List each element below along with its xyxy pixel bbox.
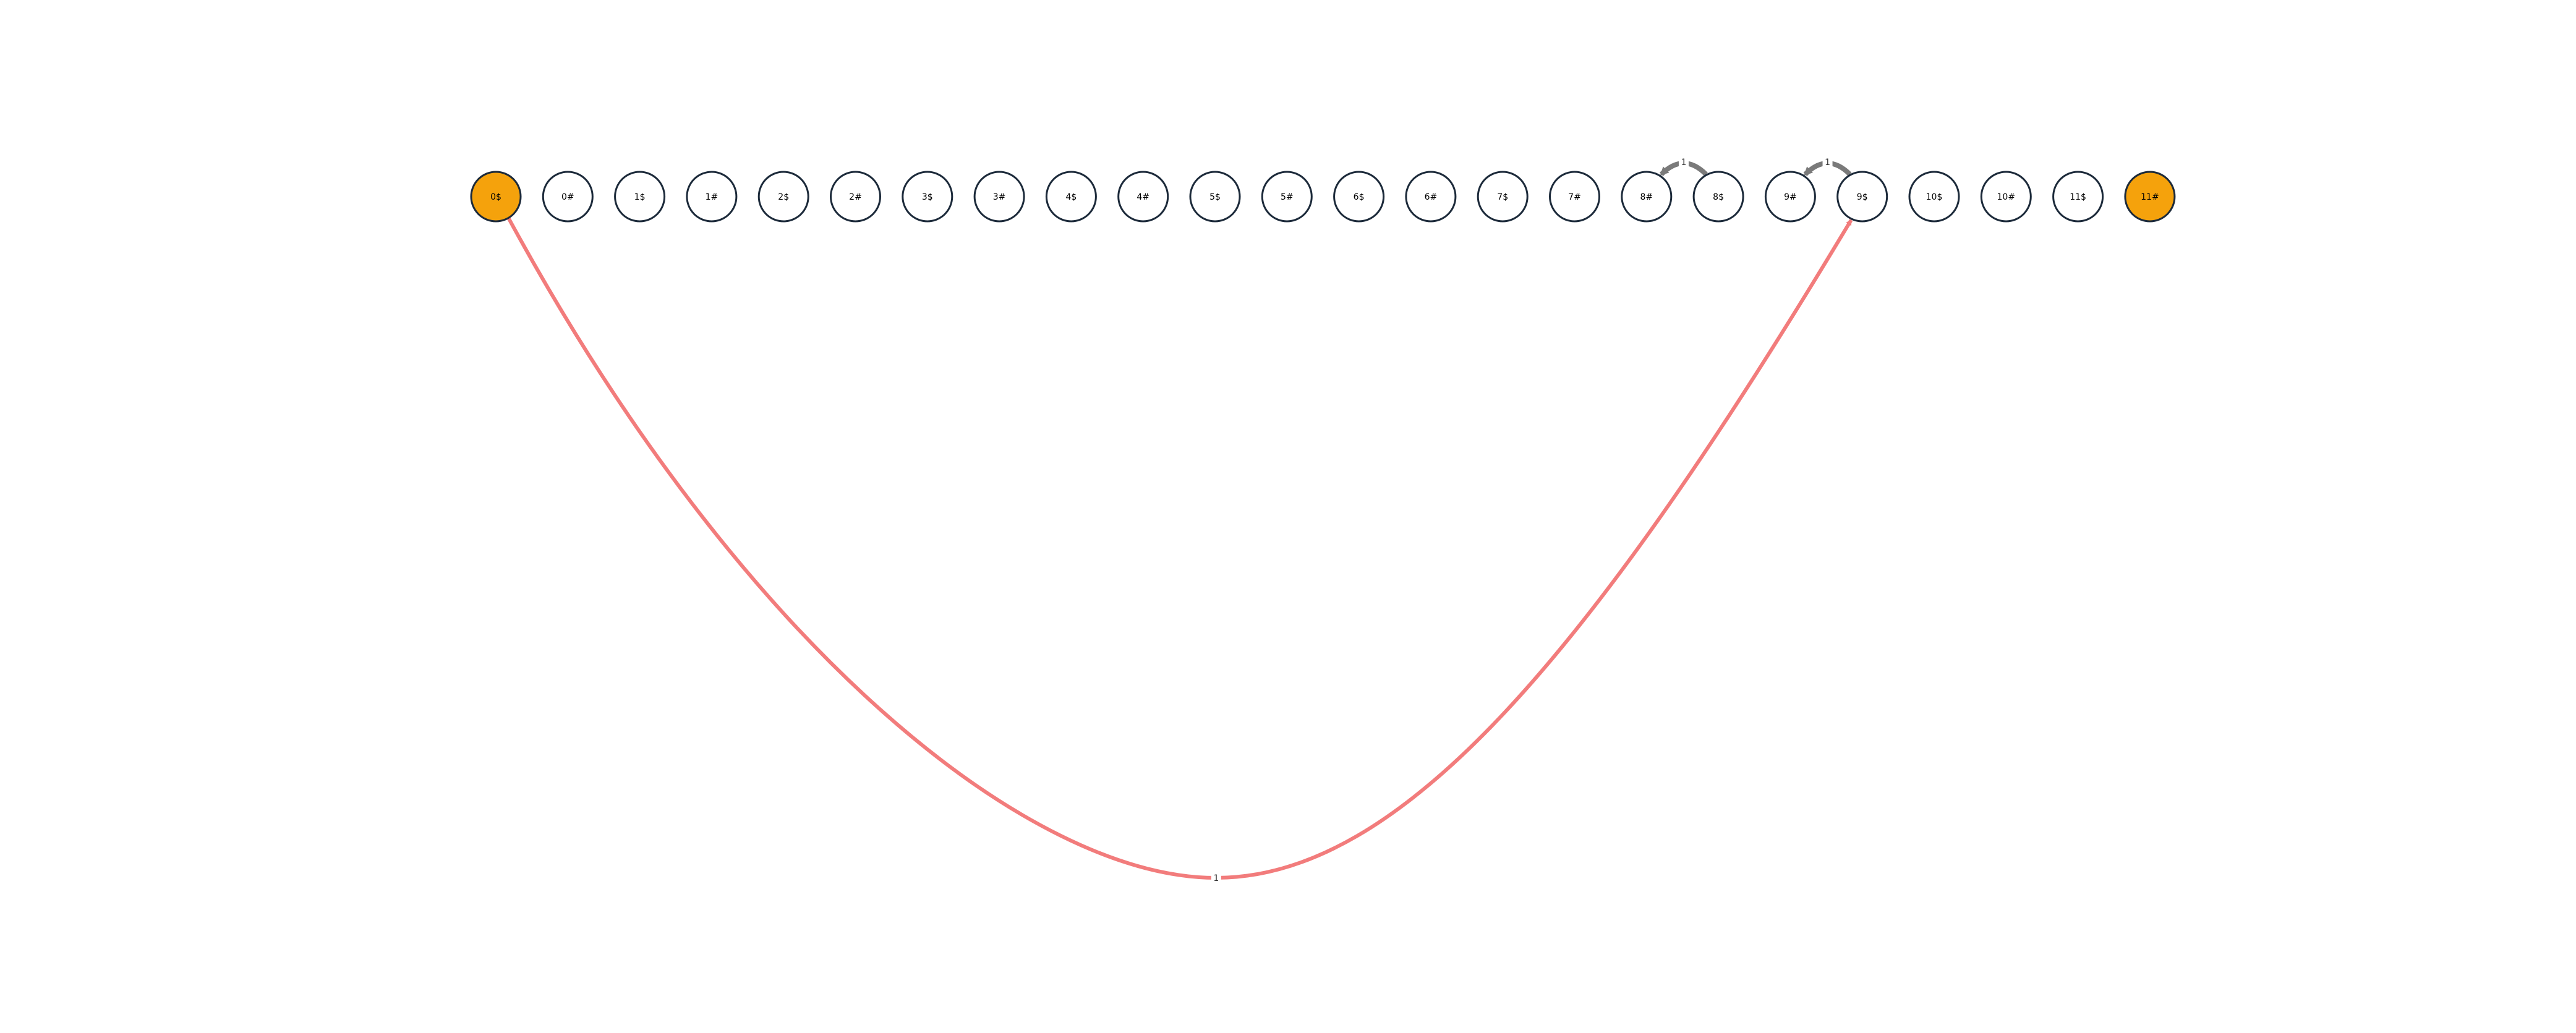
edge-label-background (1211, 872, 1221, 883)
node-circle[interactable] (902, 171, 953, 223)
node-circle[interactable] (470, 171, 522, 223)
node-circle[interactable] (830, 171, 881, 223)
edge-8$-to-8#: 1 (1659, 156, 1708, 176)
edge-0$-to-9$: 1 (506, 216, 1853, 883)
node-label: 3$ (922, 192, 933, 202)
node-circle[interactable] (973, 171, 1025, 223)
node-10#[interactable]: 10# (1980, 171, 2032, 223)
node-9$[interactable]: 9$ (1836, 171, 1888, 223)
node-circle[interactable] (614, 171, 666, 223)
node-label: 0$ (490, 192, 501, 202)
node-label: 1# (706, 192, 719, 202)
node-circle[interactable] (1045, 171, 1097, 223)
node-circle[interactable] (1980, 171, 2032, 223)
node-label: 5$ (1209, 192, 1221, 202)
node-circle[interactable] (1549, 171, 1600, 223)
nodes-layer: 0$ 0# 1$ 1# 2$ 2# 3$ 3# 4$ 4# 5$ 5# 6$ 6# 7$ 7# 8# 8$ 9# 9$… (470, 171, 2176, 223)
node-circle[interactable] (1836, 171, 1888, 223)
node-circle[interactable] (1189, 171, 1241, 223)
node-circle[interactable] (757, 171, 809, 223)
node-label: 4$ (1065, 192, 1077, 202)
node-label: 1$ (634, 192, 646, 202)
node-circle[interactable] (1692, 171, 1744, 223)
node-2$[interactable]: 2$ (757, 171, 809, 223)
node-label: 11$ (2070, 192, 2086, 202)
node-7$[interactable]: 7$ (1477, 171, 1529, 223)
node-1#[interactable]: 1# (686, 171, 738, 223)
node-8$[interactable]: 8$ (1692, 171, 1744, 223)
node-circle[interactable] (2052, 171, 2104, 223)
node-circle[interactable] (1333, 171, 1385, 223)
node-circle[interactable] (1908, 171, 1960, 223)
node-label: 3# (993, 192, 1006, 202)
node-label: 8$ (1713, 192, 1724, 202)
node-circle[interactable] (1621, 171, 1673, 223)
node-circle[interactable] (1405, 171, 1457, 223)
node-label: 8# (1640, 192, 1653, 202)
node-label: 0# (561, 192, 574, 202)
edge-label: 1 (1825, 158, 1830, 168)
node-2#[interactable]: 2# (830, 171, 881, 223)
node-6$[interactable]: 6$ (1333, 171, 1385, 223)
edge-label-background (1822, 156, 1833, 168)
edge-label: 1 (1681, 158, 1686, 168)
node-label: 6$ (1354, 192, 1365, 202)
node-circle[interactable] (542, 171, 594, 223)
node-3#[interactable]: 3# (973, 171, 1025, 223)
node-4$[interactable]: 4$ (1045, 171, 1097, 223)
node-5#[interactable]: 5# (1261, 171, 1313, 223)
node-label: 9$ (1857, 192, 1868, 202)
node-label: 5# (1281, 192, 1294, 202)
node-9#[interactable]: 9# (1764, 171, 1816, 223)
node-label: 4# (1137, 192, 1149, 202)
node-11$[interactable]: 11$ (2052, 171, 2104, 223)
node-5$[interactable]: 5$ (1189, 171, 1241, 223)
node-circle[interactable] (1261, 171, 1313, 223)
node-label: 7$ (1497, 192, 1508, 202)
node-11#[interactable]: 11# (2124, 171, 2176, 223)
node-4#[interactable]: 4# (1117, 171, 1169, 223)
node-1$[interactable]: 1$ (614, 171, 666, 223)
node-0#[interactable]: 0# (542, 171, 594, 223)
node-label: 10$ (1926, 192, 1943, 202)
edge-label: 1 (1213, 874, 1219, 883)
node-label: 6# (1425, 192, 1438, 202)
node-label: 10# (1997, 192, 2016, 202)
edge-path (506, 216, 1853, 880)
node-circle[interactable] (686, 171, 738, 223)
edge-9$-to-9#: 1 (1803, 156, 1852, 176)
node-label: 11# (2141, 192, 2159, 202)
node-label: 7# (1568, 192, 1581, 202)
node-label: 9# (1784, 192, 1797, 202)
node-7#[interactable]: 7# (1549, 171, 1600, 223)
node-3$[interactable]: 3$ (902, 171, 953, 223)
node-circle[interactable] (1477, 171, 1529, 223)
node-label: 2$ (778, 192, 789, 202)
node-0$[interactable]: 0$ (470, 171, 522, 223)
node-6#[interactable]: 6# (1405, 171, 1457, 223)
node-10$[interactable]: 10$ (1908, 171, 1960, 223)
edges-layer: 1 1 1 (506, 156, 1853, 883)
node-circle[interactable] (2124, 171, 2176, 223)
node-circle[interactable] (1764, 171, 1816, 223)
node-8#[interactable]: 8# (1621, 171, 1673, 223)
node-circle[interactable] (1117, 171, 1169, 223)
edge-label-background (1678, 156, 1689, 168)
node-label: 2# (849, 192, 862, 202)
